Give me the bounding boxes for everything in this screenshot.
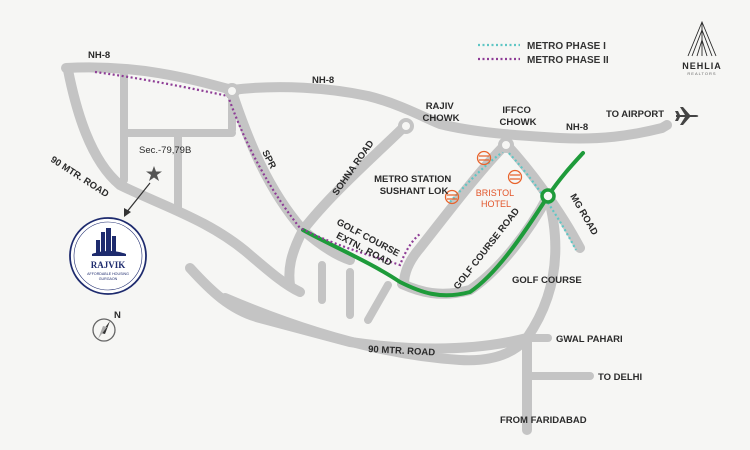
roundabout-green	[540, 188, 556, 204]
label-rajiv-chowk-2: CHOWK	[423, 113, 460, 124]
label-90mtr-bottom: 90 MTR. ROAD	[368, 344, 436, 359]
label-nh8-center: NH-8	[312, 75, 334, 86]
roundabout-rajiv-chowk	[398, 118, 414, 134]
metro-icons	[444, 150, 523, 205]
north-label: N	[114, 310, 121, 321]
road-gwal-pahari	[522, 191, 561, 435]
label-bristol-1: BRISTOL	[476, 188, 514, 198]
label-rajiv-chowk-1: RAJIV	[426, 101, 455, 112]
label-rajiv-chowk: RAJIV CHOWK	[423, 101, 460, 124]
label-iffco-chowk-1: IFFCO	[502, 105, 531, 116]
legend: METRO PHASE I METRO PHASE II	[478, 41, 609, 66]
label-nh8-left: NH-8	[88, 50, 110, 61]
label-bristol-hotel: BRISTOL HOTEL	[476, 188, 517, 209]
label-to-airport: TO AIRPORT	[606, 109, 664, 120]
label-iffco-chowk: IFFCO CHOWK	[500, 105, 537, 128]
project-logo: RAJVIK AFFORDABLE HOUSING GURGAON	[69, 217, 147, 295]
label-iffco-chowk-2: CHOWK	[500, 117, 537, 128]
label-from-faridabad: FROM FARIDABAD	[500, 415, 587, 426]
roundabout-iffco-chowk	[498, 137, 514, 153]
road-sushant-lok	[399, 139, 511, 289]
logo-line2: GURGAON	[99, 277, 118, 281]
metro-icon	[444, 189, 460, 205]
arrow-head-icon	[124, 208, 131, 217]
building-icon	[92, 228, 126, 256]
road-spr	[227, 87, 355, 265]
label-metro-station-1: METRO STATION	[374, 174, 451, 185]
road-90mtr-bottom	[220, 293, 532, 366]
highlight-route	[301, 151, 585, 298]
legend-phase2-label: METRO PHASE II	[527, 55, 609, 66]
label-metro-station: METRO STATION SUSHANT LOK	[374, 174, 454, 197]
legend-phase1-label: METRO PHASE I	[527, 41, 606, 52]
north-compass-icon	[92, 318, 116, 342]
metro-icon	[507, 169, 523, 185]
metro-phase1-line	[449, 148, 577, 251]
brand-logo: NEHLIA REALTORS	[682, 20, 722, 76]
road-sohna	[284, 121, 410, 290]
label-golf-course: GOLF COURSE	[512, 275, 582, 286]
label-gwal-pahari: GWAL PAHARI	[556, 334, 623, 345]
label-bristol-2: HOTEL	[481, 199, 511, 209]
label-to-delhi: TO DELHI	[598, 372, 642, 383]
label-metro-station-2: SUSHANT LOK	[380, 186, 449, 197]
label-sohna-road: SOHNA ROAD	[330, 138, 376, 197]
brand-name: NEHLIA	[682, 61, 722, 71]
label-sector: Sec.-79,79B	[139, 145, 191, 156]
road-90mtr-left	[63, 65, 305, 297]
road-grid-left	[120, 66, 236, 212]
metro-icon	[476, 150, 492, 166]
sector-arrow	[125, 182, 151, 214]
label-nh8-right: NH-8	[566, 122, 588, 133]
road-nh8	[61, 62, 672, 144]
roundabout-nh8-spr	[224, 83, 240, 99]
airplane-icon	[675, 107, 699, 125]
brand-tagline: REALTORS	[687, 71, 716, 76]
sector-star-icon	[146, 166, 162, 181]
road-connectors	[318, 261, 392, 324]
logo-name: RAJVIK	[91, 260, 126, 270]
roundabouts	[224, 83, 514, 153]
logo-line1: AFFORDABLE HOUSING	[87, 272, 129, 276]
brand-mark-icon	[687, 20, 717, 57]
